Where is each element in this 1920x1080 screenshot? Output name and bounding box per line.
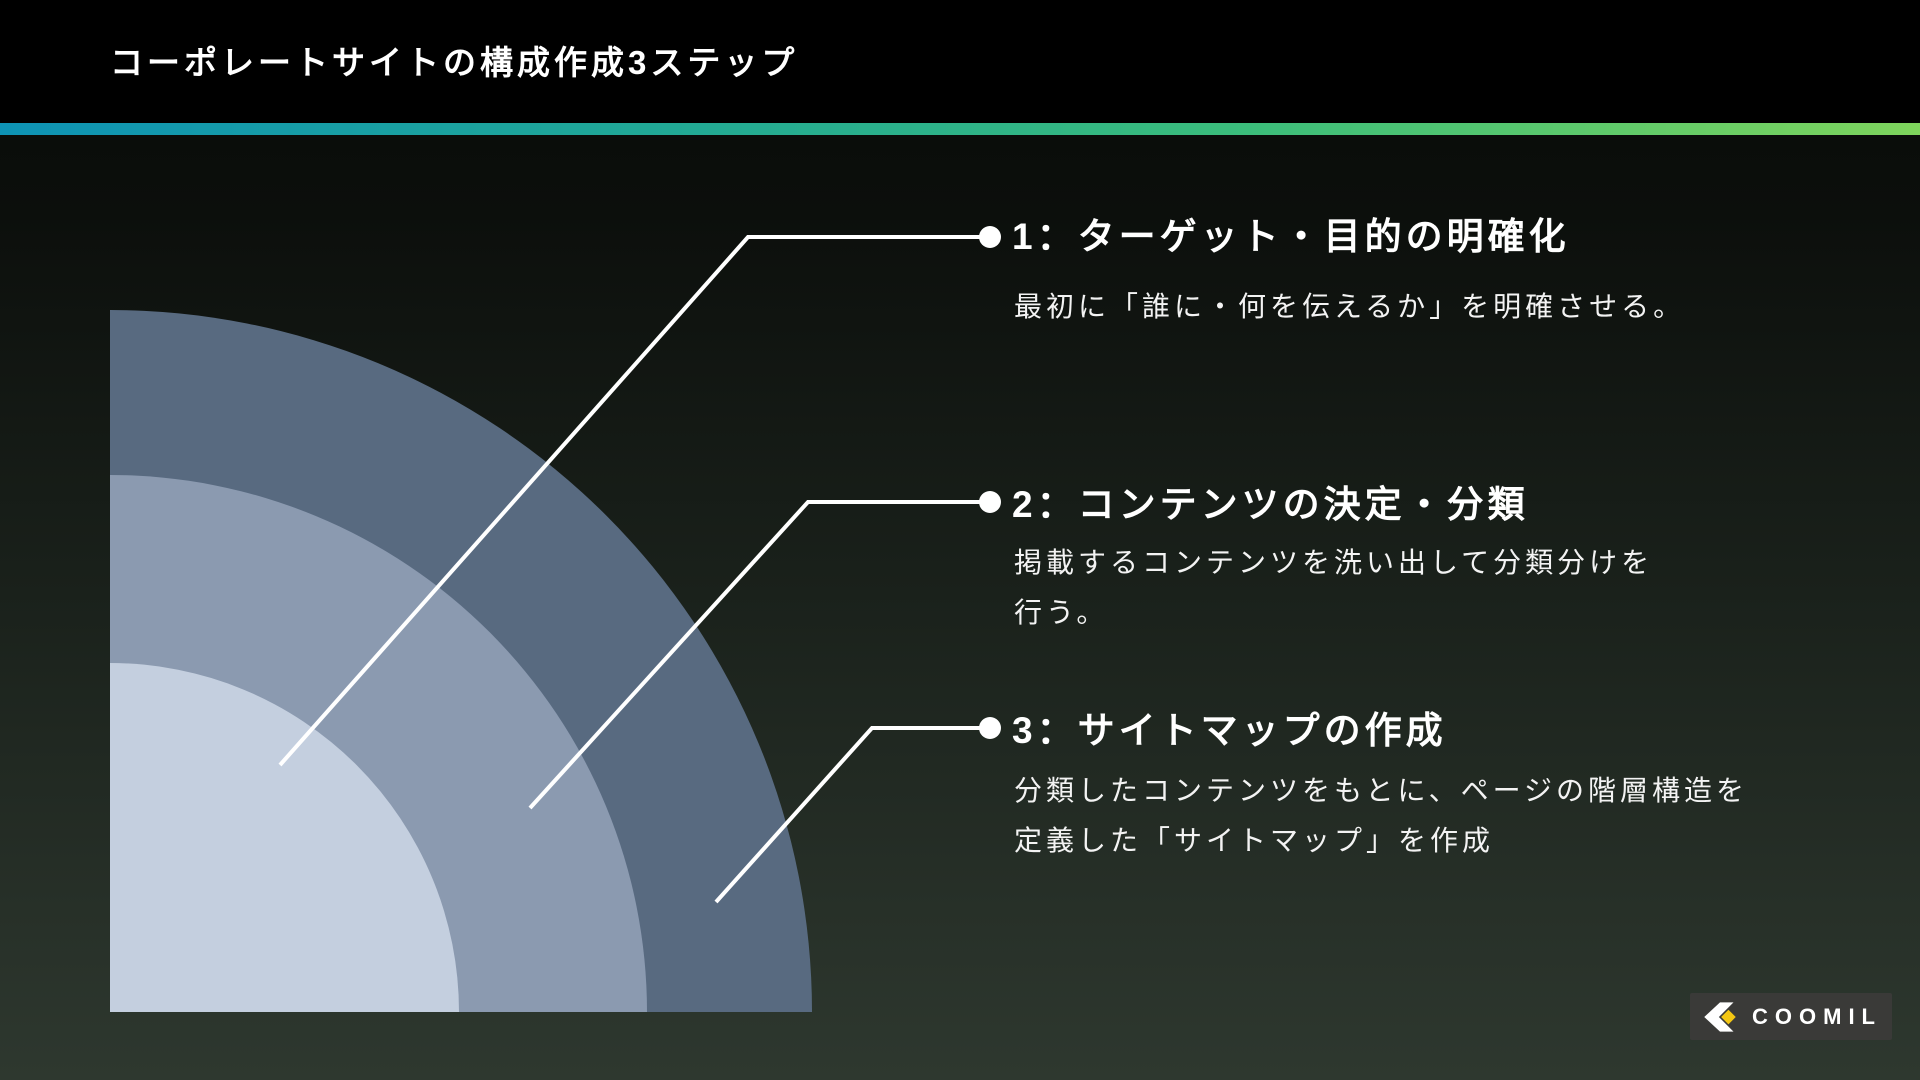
slide-title: コーポレートサイトの構成作成3ステップ — [110, 44, 799, 81]
step2-description-line2: 行う。 — [1014, 597, 1109, 628]
step1-heading: 1：ターゲット・目的の明確化 — [1012, 216, 1570, 257]
diamond-shape — [1721, 1009, 1736, 1024]
step2-heading: 2：コンテンツの決定・分類 — [1012, 484, 1529, 525]
step1-description: 最初に「誰に・何を伝えるか」を明確させる。 — [1014, 282, 1685, 332]
leader-dot-step2 — [979, 491, 1001, 513]
step3-description: 分類したコンテンツをもとに、ページの階層構造を 定義した「サイトマップ」を作成 — [1014, 766, 1748, 866]
logo-text: COOMIL — [1752, 1003, 1882, 1029]
step2-description-line1: 掲載するコンテンツを洗い出して分類分けを — [1014, 547, 1654, 578]
leader-dot-step3 — [979, 717, 1001, 739]
chevron-shape — [1704, 1001, 1734, 1032]
step3-heading: 3：サイトマップの作成 — [1012, 710, 1447, 751]
accent-gradient-bar — [0, 123, 1920, 135]
coomil-logo: COOMIL — [1690, 993, 1892, 1040]
leader-dot-step1 — [979, 226, 1001, 248]
step3-description-line1: 分類したコンテンツをもとに、ページの階層構造を — [1014, 775, 1749, 806]
coomil-chevron-icon — [1704, 1001, 1736, 1032]
step1-description-line1: 最初に「誰に・何を伝えるか」を明確させる。 — [1014, 291, 1686, 322]
header-bar: コーポレートサイトの構成作成3ステップ — [0, 0, 1920, 123]
step3-description-line2: 定義した「サイトマップ」を作成 — [1014, 825, 1495, 856]
step2-description: 掲載するコンテンツを洗い出して分類分けを 行う。 — [1014, 538, 1653, 638]
